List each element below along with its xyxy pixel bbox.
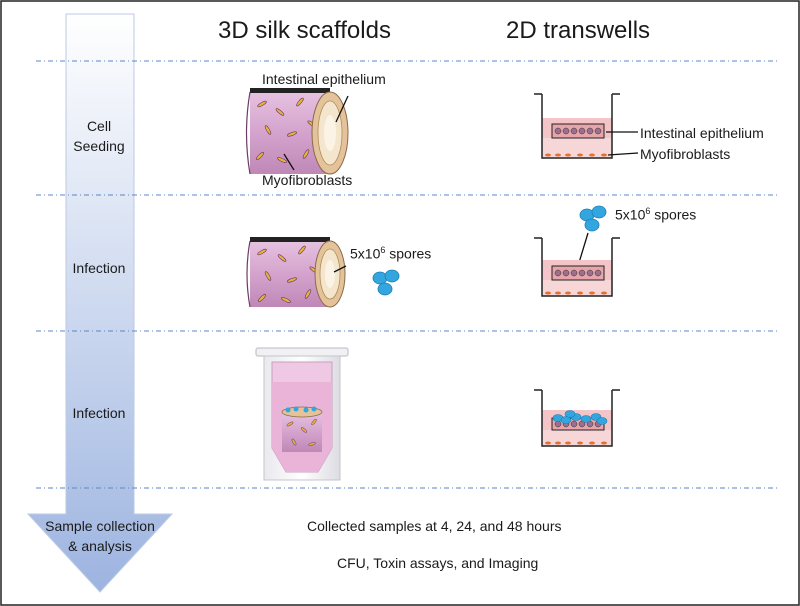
stage-label-line: Cell	[86, 118, 112, 134]
stage-label-sample-collection: Sample collection & analysis	[29, 516, 171, 556]
spores-exponent: 6	[380, 245, 386, 255]
label-intestinal-epithelium-3d: Intestinal epithelium	[262, 71, 386, 87]
timeline-arrow	[26, 13, 174, 593]
fibroblast-pointer-3d	[283, 153, 295, 171]
silk-scaffold-1	[245, 88, 349, 175]
epithelium-pointer-3d	[335, 95, 349, 123]
stage-label-line: Sample collection	[45, 518, 155, 534]
label-spores-3d: 5x106 spores	[350, 245, 431, 262]
transwell-1	[534, 93, 620, 159]
spore-pointer-3d	[333, 265, 347, 273]
column-title-2d: 2D transwells	[506, 17, 651, 44]
label-myofibroblasts-3d: Myofibroblasts	[262, 172, 353, 188]
spores-on-epithelium	[552, 410, 608, 425]
stage-label-line: & analysis	[68, 538, 132, 554]
spores-unit: spores	[650, 206, 697, 223]
label-intestinal-epithelium-2d: Intestinal epithelium	[640, 125, 764, 141]
spores-2d	[579, 205, 607, 232]
stage-label-infection-2: Infection	[72, 405, 126, 421]
spores-unit: spores	[385, 245, 432, 262]
stage-label-line: Seeding	[73, 138, 125, 154]
silk-scaffold-2	[246, 237, 346, 308]
spores-base: 5x10	[615, 206, 646, 223]
column-title-3d: 3D silk scaffolds	[218, 17, 391, 44]
label-spores-2d: 5x106 spores	[615, 206, 696, 223]
culture-tube	[255, 347, 349, 481]
spores-exponent: 6	[645, 206, 651, 216]
fibroblast-pointer-2d	[607, 152, 639, 156]
footer-collection-times: Collected samples at 4, 24, and 48 hours	[307, 518, 562, 534]
stage-label-cell-seeding: Cell Seeding	[44, 116, 154, 156]
scaffold-in-tube	[282, 412, 322, 452]
transwell-3	[534, 389, 620, 447]
footer-assays: CFU, Toxin assays, and Imaging	[337, 555, 539, 571]
stage-label-infection-1: Infection	[72, 260, 126, 276]
transwell-2	[534, 237, 620, 297]
label-myofibroblasts-2d: Myofibroblasts	[640, 146, 731, 162]
spores-base: 5x10	[350, 245, 381, 262]
spores-3d	[372, 269, 400, 296]
